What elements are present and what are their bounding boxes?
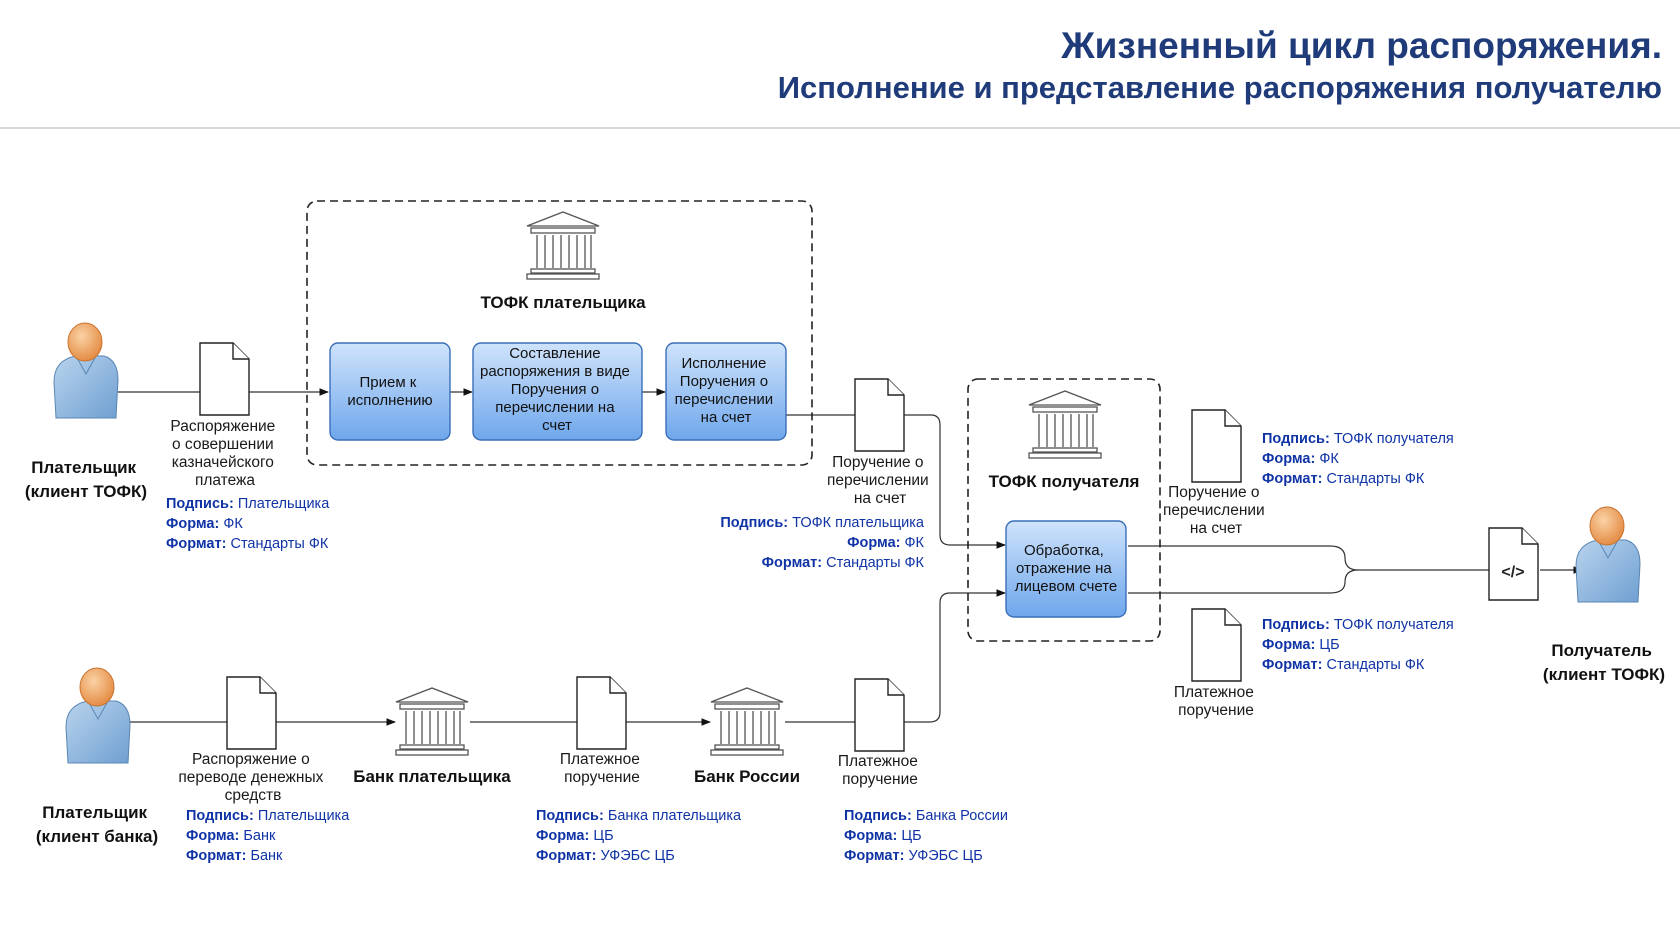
document-icon bbox=[1191, 608, 1242, 682]
meta-block-1: Подпись: Плательщика Форма: ФК Формат: С… bbox=[166, 496, 330, 552]
svg-text:Формат: УФЭБС ЦБ: Формат: УФЭБС ЦБ bbox=[536, 848, 675, 864]
svg-text:Подпись: Банка плательщика: Подпись: Банка плательщика bbox=[536, 808, 742, 824]
page-title: Жизненный цикл распоряжения. bbox=[1060, 25, 1662, 66]
meta-block-5: Подпись: Плательщика Форма: Банк Формат:… bbox=[186, 808, 350, 864]
page-subtitle: Исполнение и представление распоряжения … bbox=[778, 70, 1662, 105]
svg-text:Форма: ФК: Форма: ФК bbox=[166, 516, 243, 532]
label-bank-payer: Банк плательщика bbox=[353, 767, 511, 786]
svg-text:Формат: Стандарты ФК: Формат: Стандарты ФК bbox=[1262, 471, 1425, 487]
bank-icon bbox=[395, 687, 469, 756]
svg-text:Подпись: ТОФК плательщика: Подпись: ТОФК плательщика bbox=[720, 515, 925, 531]
process-execute bbox=[665, 342, 787, 441]
svg-text:Форма: ФК: Форма: ФК bbox=[1262, 451, 1339, 467]
meta-block-4: Подпись: ТОФК получателя Форма: ЦБ Форма… bbox=[1262, 617, 1454, 673]
process-intake bbox=[329, 342, 451, 441]
xml-glyph: </> bbox=[1501, 564, 1524, 581]
meta-block-3: Подпись: ТОФК получателя Форма: ФК Форма… bbox=[1262, 431, 1454, 487]
svg-text:Форма: ЦБ: Форма: ЦБ bbox=[844, 828, 922, 844]
actor-recipient: Получатель (клиент ТОФК) bbox=[1543, 641, 1665, 684]
doc-label-transfer-order-2: Поручение о перечислении на счет bbox=[1163, 484, 1269, 537]
svg-text:Подпись: Банка России: Подпись: Банка России bbox=[844, 808, 1008, 824]
svg-text:Форма: ЦБ: Форма: ЦБ bbox=[1262, 637, 1340, 653]
svg-text:Формат: Стандарты ФК: Формат: Стандарты ФК bbox=[166, 536, 329, 552]
label-bank-russia: Банк России bbox=[694, 767, 800, 786]
meta-block-6: Подпись: Банка плательщика Форма: ЦБ Фор… bbox=[536, 808, 742, 864]
process-execute-label: Исполнение Поручения о перечислении на с… bbox=[675, 355, 778, 426]
flow-processing-upper bbox=[1128, 545, 1359, 571]
svg-text:Формат: Стандарты ФК: Формат: Стандарты ФК bbox=[1262, 657, 1425, 673]
document-icon bbox=[854, 678, 905, 752]
meta-block-2: Подпись: ТОФК плательщика Форма: ФК Форм… bbox=[720, 515, 925, 571]
process-processing-label: Обработка, отражение на лицевом счете bbox=[1015, 542, 1118, 595]
document-icon bbox=[199, 342, 250, 416]
document-icon bbox=[226, 676, 277, 750]
svg-text:Подпись: Плательщика: Подпись: Плательщика bbox=[186, 808, 350, 824]
doc-label-transfer-request: Распоряжение о переводе денежных средств bbox=[178, 751, 327, 804]
svg-text:Подпись: Плательщика: Подпись: Плательщика bbox=[166, 496, 330, 512]
header: Жизненный цикл распоряжения. Исполнение … bbox=[0, 25, 1680, 129]
doc-label-transfer-order-1: Поручение о перечислении на счет bbox=[827, 454, 933, 507]
group-tofk-payer bbox=[306, 200, 813, 466]
svg-text:Форма: Банк: Форма: Банк bbox=[186, 828, 276, 844]
svg-text:Подпись: ТОФК получателя: Подпись: ТОФК получателя bbox=[1262, 617, 1454, 633]
svg-text:Подпись: ТОФК получателя: Подпись: ТОФК получателя bbox=[1262, 431, 1454, 447]
svg-text:Форма: ЦБ: Форма: ЦБ bbox=[536, 828, 614, 844]
process-intake-label: Прием к исполнению bbox=[347, 374, 432, 409]
group-tofk-recipient bbox=[967, 378, 1161, 642]
svg-text:Формат: Стандарты ФК: Формат: Стандарты ФК bbox=[762, 555, 925, 571]
label-tofk-recipient: ТОФК получателя bbox=[989, 472, 1140, 491]
actor-payer-tofk: Плательщик (клиент ТОФК) bbox=[25, 458, 147, 501]
svg-text:Форма: ФК: Форма: ФК bbox=[847, 535, 924, 551]
doc-label-payment-order-bank: Платежное поручение bbox=[560, 751, 644, 786]
meta-block-7: Подпись: Банка России Форма: ЦБ Формат: … bbox=[844, 808, 1008, 864]
actor-payer-bank: Плательщик (клиент банка) bbox=[36, 803, 158, 846]
bank-icon bbox=[710, 687, 784, 756]
person-icon bbox=[65, 667, 131, 764]
flow-execute-to-processing bbox=[786, 414, 1006, 549]
bank-icon bbox=[1028, 390, 1102, 459]
doc-label-payment-order-tofk: Распоряжение о совершении казначейского … bbox=[170, 418, 279, 489]
person-icon bbox=[53, 322, 119, 419]
process-compose bbox=[472, 342, 643, 441]
doc-label-payment-order-out: Платежное поручение bbox=[1174, 684, 1258, 719]
bank-icon bbox=[526, 211, 600, 280]
label-tofk-payer: ТОФК плательщика bbox=[480, 293, 646, 312]
doc-label-payment-order-cbr: Платежное поручение bbox=[838, 753, 922, 788]
document-icon bbox=[576, 676, 627, 750]
process-processing bbox=[1005, 520, 1127, 618]
process-compose-label: Составление распоряжения в виде Поручени… bbox=[480, 345, 634, 434]
flow-cbr-to-processing bbox=[785, 589, 1006, 723]
document-icon bbox=[854, 378, 905, 452]
svg-text:Формат: УФЭБС ЦБ: Формат: УФЭБС ЦБ bbox=[844, 848, 983, 864]
person-icon bbox=[1575, 506, 1641, 603]
flow-processing-lower bbox=[1128, 569, 1359, 594]
svg-text:Формат: Банк: Формат: Банк bbox=[186, 848, 283, 864]
document-icon bbox=[1191, 409, 1242, 483]
